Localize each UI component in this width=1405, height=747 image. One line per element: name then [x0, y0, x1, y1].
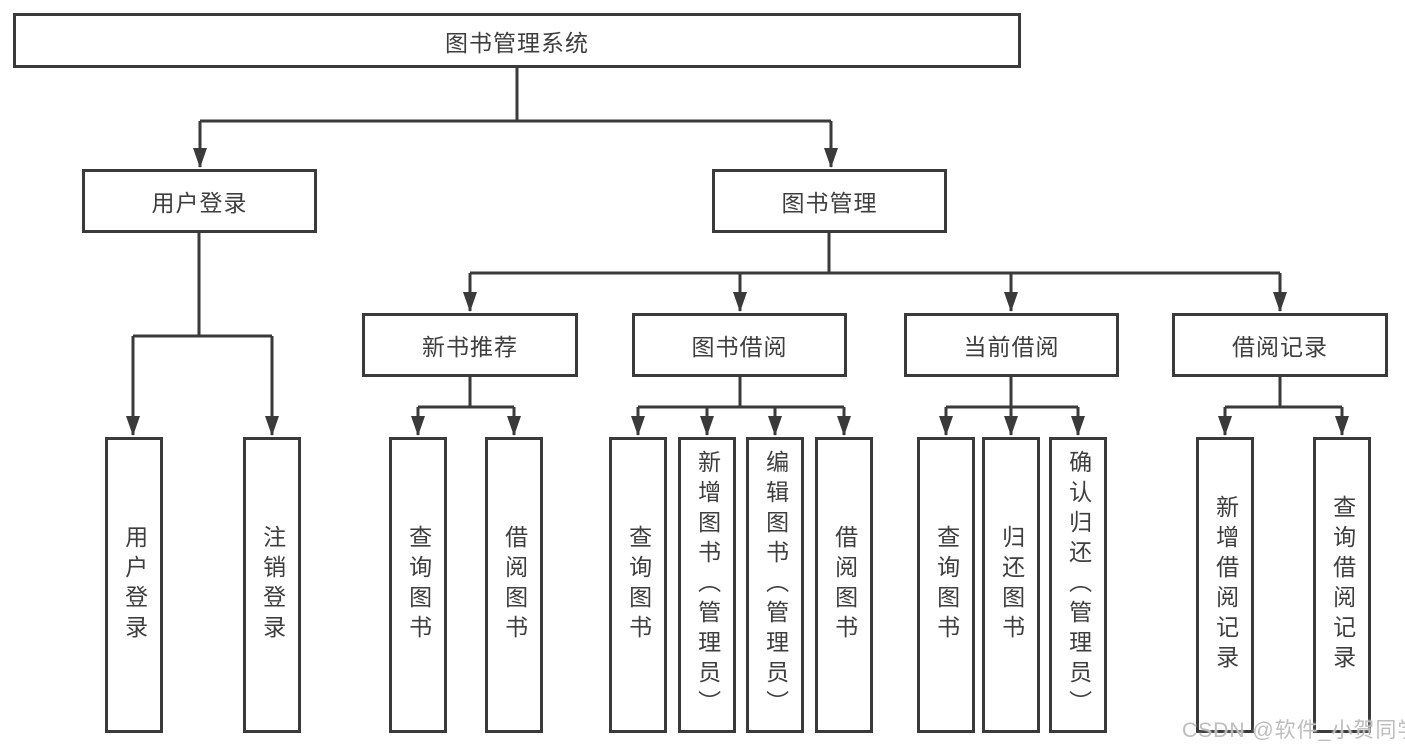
- leaf-confirm-return-admin: 确认归还（管理员）: [1049, 437, 1107, 733]
- node-book-management-label: 图书管理: [781, 190, 878, 216]
- leaf-recommend-borrow-books: 借阅图书: [485, 437, 543, 733]
- leaf-add-borrow-record: 新增借阅记录: [1196, 437, 1254, 733]
- leaf-borrow-query-books-label: 查询图书: [625, 525, 652, 645]
- node-user-login: 用户登录: [82, 169, 317, 233]
- node-borrow-records: 借阅记录: [1172, 313, 1388, 377]
- leaf-recommend-query-books: 查询图书: [389, 437, 447, 733]
- node-user-login-label: 用户登录: [151, 190, 248, 216]
- leaf-logout: 注销登录: [243, 437, 301, 733]
- leaf-borrow-query-books: 查询图书: [609, 437, 667, 733]
- node-book-borrow: 图书借阅: [632, 313, 847, 377]
- leaf-recommend-query-books-label: 查询图书: [405, 525, 432, 645]
- node-new-book-recommend-label: 新书推荐: [422, 334, 518, 360]
- leaf-edit-books-admin-label: 编辑图书（管理员）: [762, 450, 789, 720]
- leaf-confirm-return-admin-label: 确认归还（管理员）: [1065, 450, 1092, 720]
- leaf-borrow-books-label: 借阅图书: [831, 525, 858, 645]
- node-root-label: 图书管理系统: [445, 29, 589, 56]
- node-book-management: 图书管理: [712, 169, 947, 233]
- leaf-query-borrow-record-label: 查询借阅记录: [1329, 495, 1356, 675]
- leaf-query-borrow-record: 查询借阅记录: [1313, 437, 1371, 733]
- node-current-borrow: 当前借阅: [904, 313, 1119, 377]
- node-borrow-records-label: 借阅记录: [1232, 334, 1328, 360]
- node-new-book-recommend: 新书推荐: [362, 313, 578, 377]
- leaf-current-query-books: 查询图书: [917, 437, 975, 733]
- node-root: 图书管理系统: [13, 13, 1021, 68]
- leaf-add-books-admin: 新增图书（管理员）: [678, 437, 736, 733]
- leaf-recommend-borrow-books-label: 借阅图书: [501, 525, 528, 645]
- leaf-return-books-label: 归还图书: [998, 525, 1025, 645]
- node-book-borrow-label: 图书借阅: [691, 334, 788, 360]
- leaf-user-login-label: 用户登录: [121, 525, 148, 645]
- leaf-add-borrow-record-label: 新增借阅记录: [1212, 495, 1239, 675]
- leaf-add-books-admin-label: 新增图书（管理员）: [694, 450, 721, 720]
- leaf-borrow-books: 借阅图书: [815, 437, 873, 733]
- leaf-edit-books-admin: 编辑图书（管理员）: [746, 437, 804, 733]
- leaf-logout-label: 注销登录: [259, 525, 286, 645]
- node-current-borrow-label: 当前借阅: [963, 334, 1060, 360]
- csdn-watermark: CSDN @软件_小贺同学: [1182, 719, 1405, 742]
- leaf-current-query-books-label: 查询图书: [933, 525, 960, 645]
- leaf-user-login: 用户登录: [105, 437, 163, 733]
- leaf-return-books: 归还图书: [982, 437, 1040, 733]
